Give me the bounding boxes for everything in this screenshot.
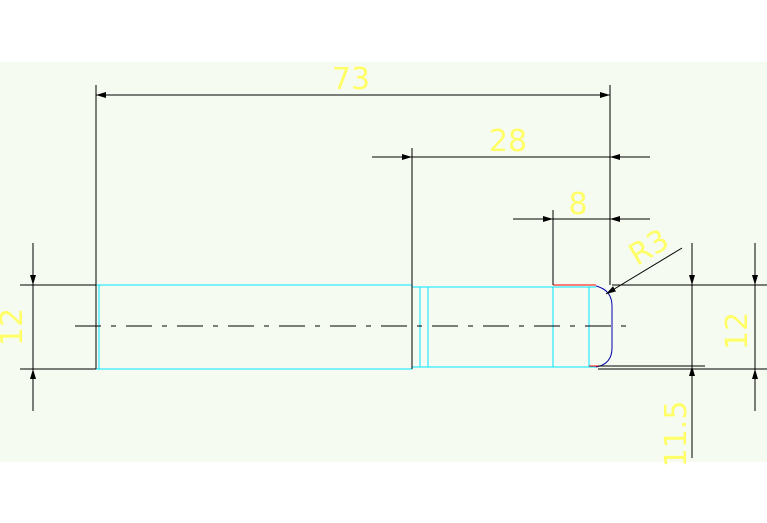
label-end-length: 8	[568, 187, 587, 222]
label-left-diameter: 12	[0, 308, 30, 346]
part-outline	[95, 284, 596, 370]
dimension-labels: 73 28 8 R3 12 12 11.5	[0, 62, 755, 467]
left-shaft-section	[95, 284, 413, 370]
drawing-canvas	[0, 62, 767, 462]
label-bottom-diameter: 11.5	[659, 401, 694, 468]
fillet-arc	[595, 285, 613, 368]
label-step-length: 28	[489, 124, 527, 159]
dimension-lines	[20, 85, 767, 458]
label-fillet-radius: R3	[623, 223, 675, 274]
label-overall-length: 73	[332, 62, 370, 97]
leader-r3	[605, 247, 683, 295]
label-right-diameter: 12	[720, 312, 755, 350]
